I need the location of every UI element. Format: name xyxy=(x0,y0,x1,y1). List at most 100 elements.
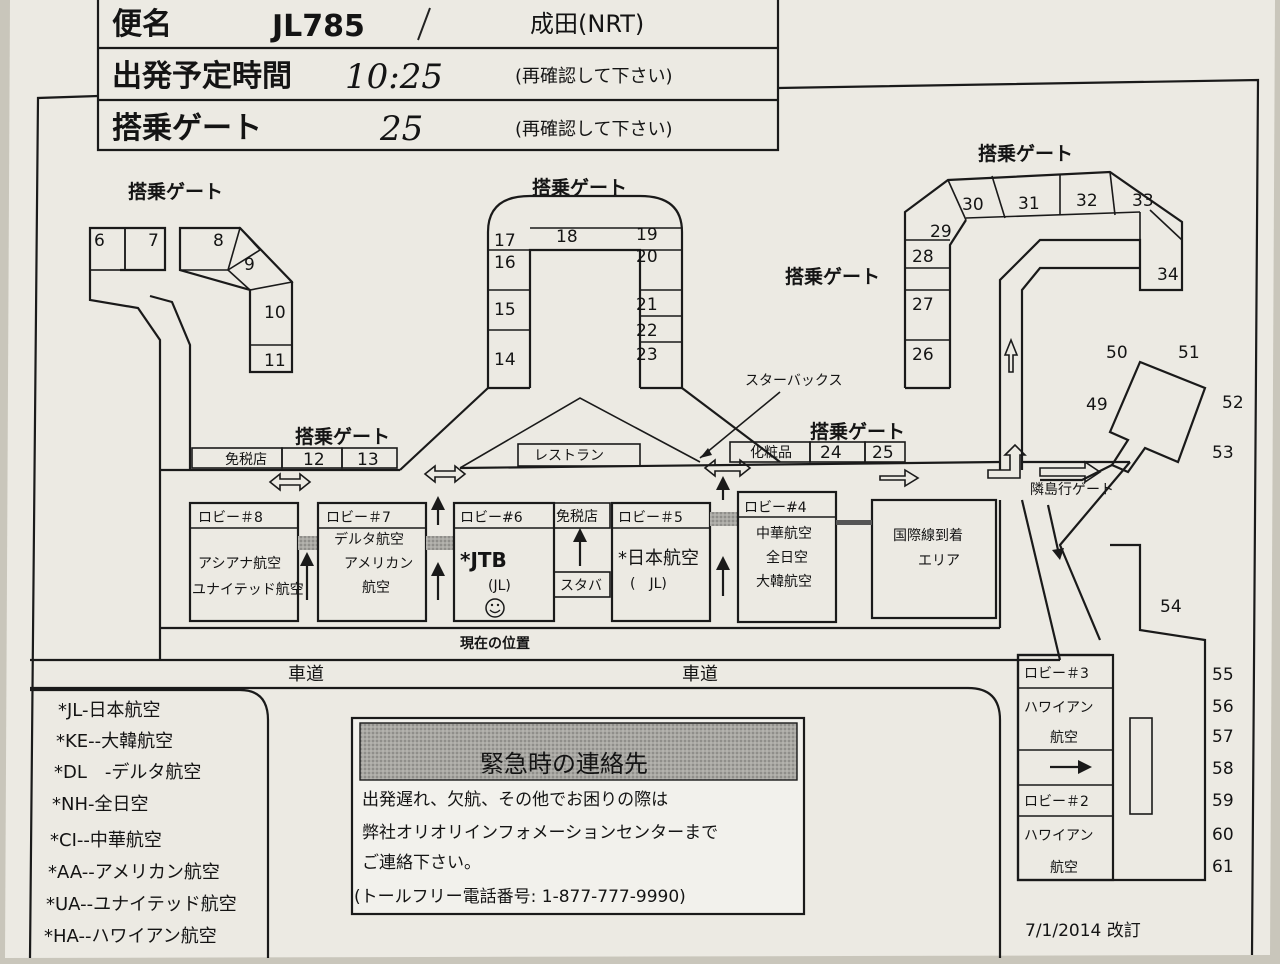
emergency-contact-box: 緊急時の連絡先 出発遅れ、欠航、その他でお困りの際は 弊社オリオリインフォメーシ… xyxy=(350,716,806,916)
central-pier: 17 16 15 14 18 19 20 21 22 23 xyxy=(399,194,781,471)
gate-9: 9 xyxy=(244,255,255,275)
gate-10: 10 xyxy=(264,303,286,323)
gate-24: 24 xyxy=(820,443,842,463)
paper-sheet xyxy=(5,0,1275,958)
departure-time: 10:25 xyxy=(345,57,443,97)
sutaba-label: スタバ xyxy=(560,578,602,594)
gate-59: 59 xyxy=(1212,791,1234,811)
shop-block: 免税店 スタバ xyxy=(553,502,611,598)
gate-17: 17 xyxy=(494,231,516,251)
gate-34: 34 xyxy=(1157,265,1179,285)
gate-53: 53 xyxy=(1212,443,1234,463)
lobby-4: ロビー#4 中華航空 全日空 大韓航空 xyxy=(736,490,838,624)
gate-30: 30 xyxy=(962,195,984,215)
flight-label: 便名 xyxy=(112,7,172,42)
gate-heading-12-13: 搭乗ゲート xyxy=(295,425,390,448)
gate-11: 11 xyxy=(264,351,286,371)
current-position-label: 現在の位置 xyxy=(460,635,530,652)
lobby-5: ロビー＃5 *日本航空 ( JL) xyxy=(610,501,712,623)
gate-8: 8 xyxy=(213,231,224,251)
lobby-5-line-1: *日本航空 xyxy=(618,548,699,569)
emergency-line-2: 弊社オリオリインフォメーションセンターまで xyxy=(362,823,718,843)
lobby-2-airline-1: ハワイアン xyxy=(1024,828,1093,844)
gate-22: 22 xyxy=(636,321,658,341)
gate-28: 28 xyxy=(912,247,934,267)
intl-arrival-label-2: エリア xyxy=(918,553,960,569)
lobby-8-airline-2: ユナイテッド航空 xyxy=(192,582,304,598)
gate-31: 31 xyxy=(1018,194,1040,214)
intl-arrival-label-1: 国際線到着 xyxy=(893,528,963,544)
gate-7: 7 xyxy=(148,231,159,251)
legend-ha: *HA--ハワイアン航空 xyxy=(44,926,217,947)
emergency-phone: (トールフリー電話番号: 1-877-777-9990) xyxy=(354,887,686,907)
legend-ci: *CI--中華航空 xyxy=(50,830,162,851)
departure-reconfirm: (再確認して下さい) xyxy=(515,66,673,87)
gate-54: 54 xyxy=(1160,597,1182,617)
emergency-title: 緊急時の連絡先 xyxy=(480,750,648,778)
cosmetics-label: 化粧品 xyxy=(750,445,792,461)
lobby-7-airline-1: デルタ航空 xyxy=(334,531,404,548)
gate-26: 26 xyxy=(912,345,934,365)
lobby-4-airline-1: 中華航空 xyxy=(756,526,812,542)
intl-arrival-area: 国際線到着 エリア xyxy=(870,498,998,620)
up-arrows xyxy=(300,476,730,600)
gate-heading-central: 搭乗ゲート xyxy=(532,176,627,199)
lobby-8: ロビー＃8 アシアナ航空 ユナイテッド航空 xyxy=(188,501,304,623)
island-gate-label: 隣島行ゲート xyxy=(1030,482,1114,498)
lobby-3-airline-1: ハワイアン xyxy=(1024,700,1093,716)
legend-aa: *AA--アメリカン航空 xyxy=(48,862,220,883)
legend-jl: *JL-日本航空 xyxy=(58,700,161,721)
gate-52: 52 xyxy=(1222,393,1244,413)
right-arrow-icon xyxy=(1050,760,1092,774)
gate-number: 25 xyxy=(379,109,423,149)
gate-27: 27 xyxy=(912,295,934,315)
gate-23: 23 xyxy=(636,345,658,365)
gate-57: 57 xyxy=(1212,727,1234,747)
lobby-4-name: ロビー#4 xyxy=(744,500,807,516)
legend-ua: *UA--ユナイテッド航空 xyxy=(46,894,237,915)
gate-29: 29 xyxy=(930,222,952,242)
east-pier: 29 28 27 26 30 31 32 33 34 xyxy=(903,170,1184,470)
gate-61: 61 xyxy=(1212,857,1234,877)
duty-free-label-1: 免税店 xyxy=(225,452,267,468)
restaurant-label: レストラン xyxy=(534,448,604,464)
emergency-line-3: ご連絡下さい。 xyxy=(362,853,481,873)
gate-reconfirm: (再確認して下さい) xyxy=(515,119,673,140)
inter-island-area: 50 51 49 52 53 隣島行ゲート xyxy=(1030,343,1244,498)
revision-date: 7/1/2014 改訂 xyxy=(1025,921,1141,941)
lobby-6: ロビー#6 *JTB (JL) xyxy=(452,501,556,623)
gate-heading-east-side: 搭乗ゲート xyxy=(785,265,880,288)
gate-14: 14 xyxy=(494,350,516,370)
gate-25: 25 xyxy=(872,443,894,463)
road: 車道 車道 xyxy=(30,658,1060,958)
lobby-8-name: ロビー＃8 xyxy=(198,510,263,526)
gate-12: 12 xyxy=(303,450,325,470)
gate-58: 58 xyxy=(1212,759,1234,779)
emergency-line-1: 出発遅れ、欠航、その他でお困りの際は xyxy=(362,790,668,810)
destination: 成田(NRT) xyxy=(530,10,644,38)
gate-21: 21 xyxy=(636,295,658,315)
lobby-7-airline-2: アメリカン xyxy=(344,556,413,572)
lobby-4-airline-3: 大韓航空 xyxy=(756,574,812,590)
lobby-2-airline-2: 航空 xyxy=(1050,860,1078,876)
gate-51: 51 xyxy=(1178,343,1200,363)
flight-number: JL785 xyxy=(270,9,365,44)
legend-dl: *DL -デルタ航空 xyxy=(54,762,201,783)
legend-nh: *NH-全日空 xyxy=(52,794,149,815)
road-label-2: 車道 xyxy=(682,664,718,685)
airline-legend: *JL-日本航空 *KE--大韓航空 *DL -デルタ航空 *NH-全日空 *C… xyxy=(44,700,237,947)
gate-50: 50 xyxy=(1106,343,1128,363)
legend-ke: *KE--大韓航空 xyxy=(56,731,173,752)
starbucks-callout: スターバックス xyxy=(745,373,842,389)
lobby-5-name: ロビー＃5 xyxy=(618,510,683,526)
west-pier: 6 7 8 9 10 11 xyxy=(88,226,294,470)
smiley-icon xyxy=(485,598,505,618)
gate-60: 60 xyxy=(1212,825,1234,845)
lobby-6-line-1: *JTB xyxy=(460,548,507,572)
lobby-5-line-2: ( JL) xyxy=(630,576,667,592)
gate-16: 16 xyxy=(494,253,516,273)
gate-13: 13 xyxy=(357,450,379,470)
lobby-3-name: ロビー＃3 xyxy=(1024,666,1089,682)
lobby-6-name: ロビー#6 xyxy=(460,510,523,526)
